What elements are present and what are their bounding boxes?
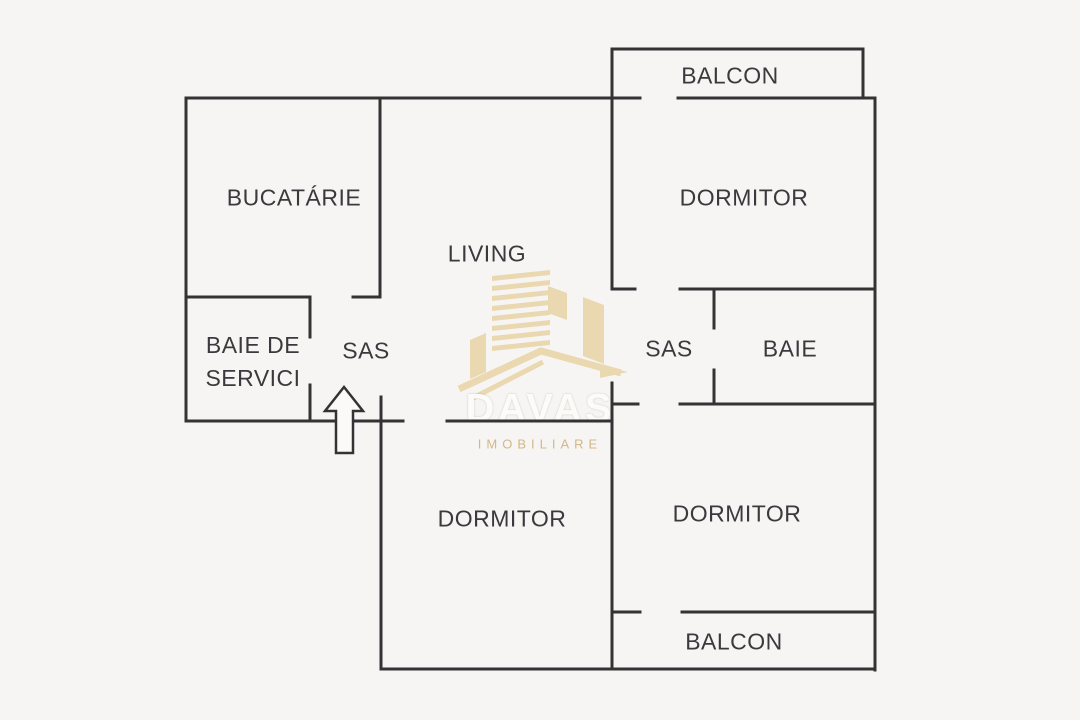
room-label-dormitor-bottom-right: DORMITOR: [672, 500, 802, 527]
room-label-baie-de-servici-line1: BAIE DE: [205, 332, 301, 358]
room-label-sas-left: SAS: [342, 337, 390, 364]
watermark-tagline-text: IMOBILIARE: [477, 436, 603, 452]
room-label-baie: BAIE: [762, 335, 818, 362]
room-label-dormitor-bottom-left: DORMITOR: [437, 505, 567, 532]
room-label-sas-right: SAS: [645, 335, 693, 362]
entrance-arrow-icon: [322, 384, 366, 455]
room-label-dormitor-top: DORMITOR: [679, 184, 809, 211]
room-label-baie-de-servici-line2: SERVICI: [205, 365, 301, 391]
room-label-baie-de-servici: BAIE DE SERVICI: [205, 329, 300, 395]
room-label-bucatarie: BUCATÁRIE: [226, 184, 362, 211]
room-label-living: LIVING: [447, 240, 527, 267]
watermark-brand-text: DAVAS: [465, 386, 615, 431]
room-label-balcon-top: BALCON: [681, 62, 779, 89]
room-label-balcon-bottom: BALCON: [685, 628, 783, 655]
